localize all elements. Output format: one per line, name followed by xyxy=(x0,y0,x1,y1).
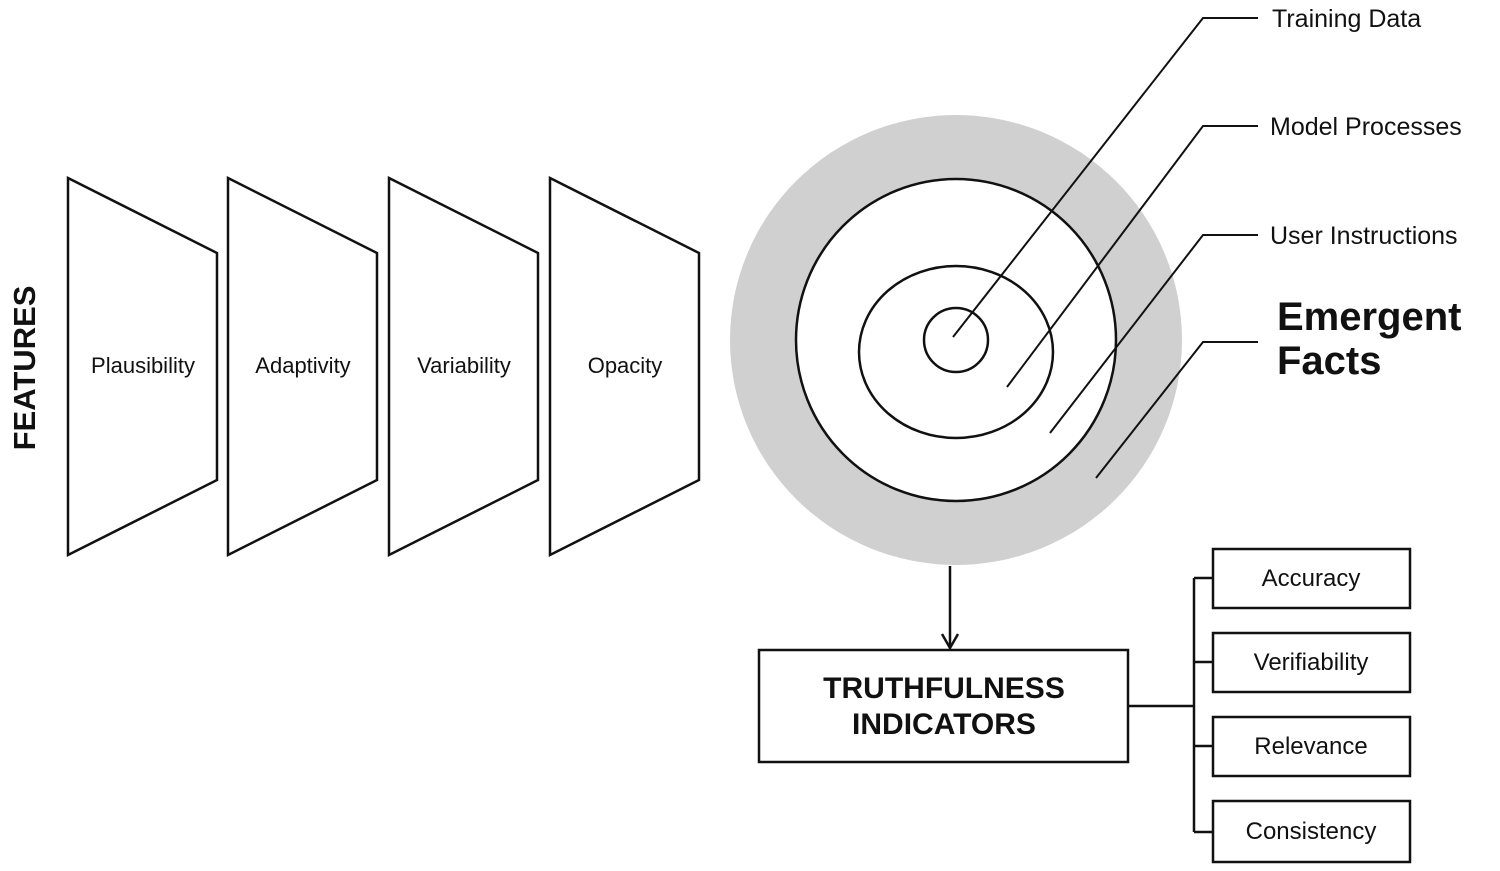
leader-line-emergent-facts xyxy=(1095,341,1258,479)
ring-training-data xyxy=(922,306,990,374)
features-side-label: FEATURES xyxy=(7,286,42,451)
ring-label-training-data: Training Data xyxy=(1272,5,1421,33)
ring-label-model-processes: Model Processes xyxy=(1270,113,1462,141)
leader-line-model-processes xyxy=(1006,125,1258,388)
feature-variability: Variability xyxy=(387,175,540,558)
indicator-consistency: Consistency xyxy=(1211,799,1412,864)
feature-adaptivity: Adaptivity xyxy=(226,175,379,558)
feature-trapezoid xyxy=(66,175,219,558)
ring-label-emergent-facts-line2: Facts xyxy=(1277,339,1382,383)
feature-label: Opacity xyxy=(588,353,663,378)
feature-trapezoid xyxy=(226,175,379,558)
indicator-accuracy: Accuracy xyxy=(1211,547,1412,610)
indicator-connector xyxy=(1128,576,1213,834)
indicator-label: Consistency xyxy=(1246,818,1377,845)
ring-label-emergent-facts-line1: Emergent xyxy=(1277,295,1462,339)
indicator-label: Relevance xyxy=(1254,733,1367,760)
indicator-label: Verifiability xyxy=(1254,649,1369,676)
feature-label: Variability xyxy=(417,353,511,378)
indicator-relevance: Relevance xyxy=(1211,715,1412,778)
arrow-down-icon xyxy=(940,566,960,651)
truthfulness-indicators-box: TRUTHFULNESS INDICATORS xyxy=(757,648,1130,764)
leader-line-user-instructions xyxy=(1049,234,1258,434)
indicator-verifiability: Verifiability xyxy=(1211,631,1412,694)
feature-trapezoid xyxy=(387,175,540,558)
feature-label: Plausibility xyxy=(91,353,195,378)
truthfulness-title-line1: TRUTHFULNESS xyxy=(823,672,1065,705)
ring-label-user-instructions: User Instructions xyxy=(1270,222,1458,250)
leader-line-training-data xyxy=(952,17,1258,338)
truthfulness-title-line2: INDICATORS xyxy=(852,708,1036,741)
indicator-label: Accuracy xyxy=(1262,565,1361,592)
feature-trapezoid xyxy=(548,175,701,558)
feature-opacity: Opacity xyxy=(548,175,701,558)
feature-plausibility: Plausibility xyxy=(66,175,219,558)
concentric-rings xyxy=(730,115,1182,565)
feature-label: Adaptivity xyxy=(255,353,350,378)
